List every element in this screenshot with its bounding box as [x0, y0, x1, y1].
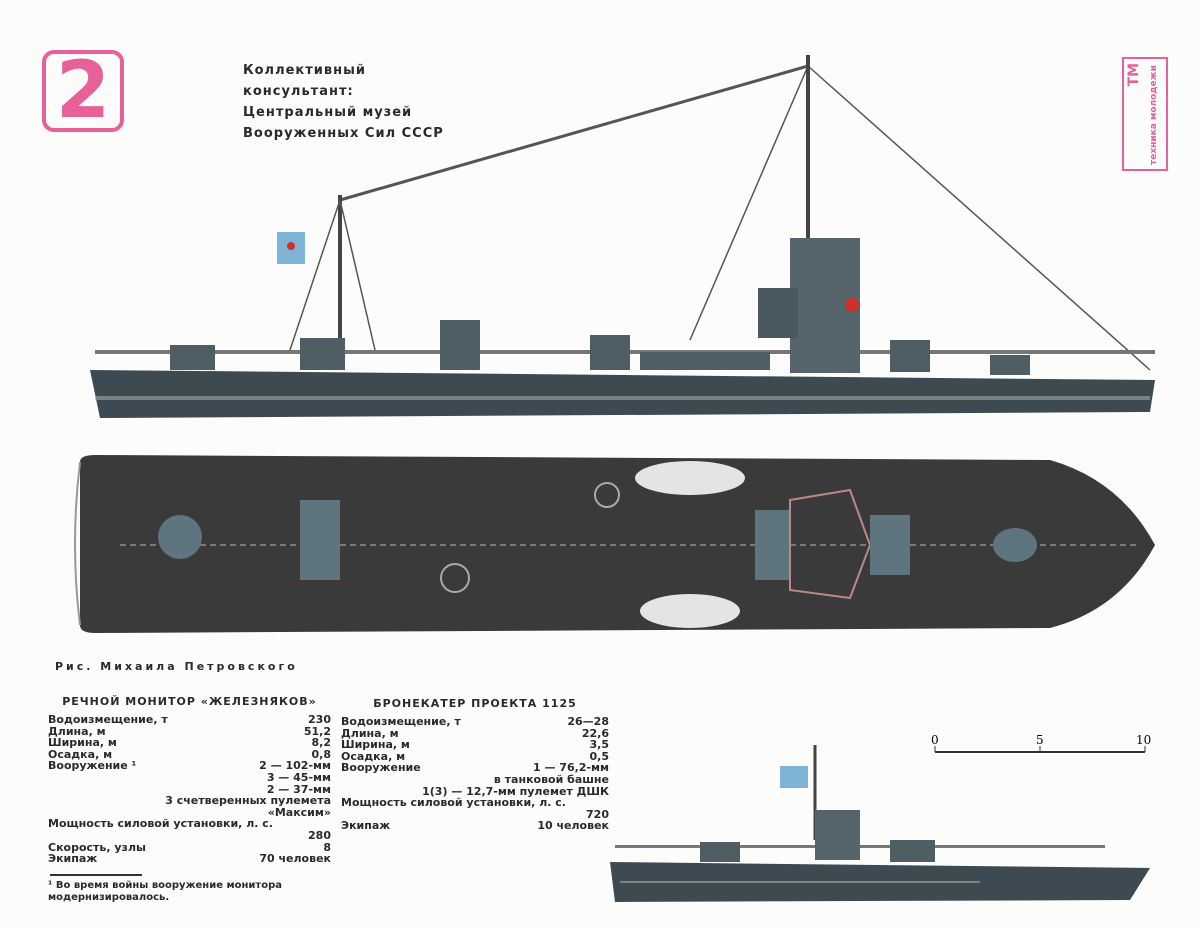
turret — [990, 355, 1030, 375]
turret — [170, 345, 215, 370]
turret-top — [300, 500, 340, 580]
scale-tick: 5 — [1036, 733, 1044, 747]
consultant-line: Вооруженных Сил СССР — [243, 126, 444, 141]
page-number-badge: 2 — [42, 50, 124, 132]
turret — [300, 338, 345, 370]
scale-tick: 0 — [931, 733, 939, 747]
armament-line: 2 — 37-мм — [266, 782, 331, 796]
armament-line: 3 — 45-мм — [266, 770, 331, 784]
footnote: ¹ Во время войны вооружение монитора мод… — [48, 880, 283, 903]
power-value: 280 — [308, 828, 331, 842]
consultant-line: Коллективный — [243, 63, 366, 78]
monitor-drawings — [74, 55, 1155, 633]
tank-turret — [890, 840, 935, 862]
power-value: 720 — [586, 807, 609, 821]
boat-title: БРОНЕКАТЕР ПРОЕКТА 1125 — [373, 697, 577, 710]
lifeboat — [635, 461, 745, 495]
stay-wire — [807, 65, 1151, 371]
scale-tick: 10 — [1136, 733, 1151, 747]
gun-mount — [440, 320, 480, 370]
power-label: Мощность силовой установки, л. с. — [48, 817, 273, 831]
armament-line: 1(3) — 12,7-мм пулемет ДШК — [422, 784, 609, 798]
turret-top — [158, 515, 202, 559]
consultant-line: консультант: — [243, 84, 354, 99]
lifeboat — [640, 594, 740, 628]
magazine-logo: ТМ техника молодежи — [1122, 57, 1168, 171]
turret-top — [870, 515, 910, 575]
monitor-side-view — [90, 55, 1155, 418]
stay-wire — [689, 65, 809, 341]
monitor-top-view — [74, 455, 1155, 633]
monitor-title: РЕЧНОЙ МОНИТОР «ЖЕЛЕЗНЯКОВ» — [62, 695, 317, 708]
monitor-hull — [90, 370, 1155, 418]
boom — [339, 64, 809, 202]
armament-line: «Максим» — [267, 805, 331, 819]
boat-wheelhouse — [815, 810, 860, 860]
turret-top — [993, 528, 1037, 562]
consultant-line: Центральный музей — [243, 105, 413, 120]
naval-flag — [780, 766, 808, 788]
illustrator-credit: Рис. Михаила Петровского — [55, 660, 298, 673]
armored-boat-side-view: 0 5 10 — [610, 733, 1151, 902]
monitor-deck — [80, 455, 1155, 633]
armored-boat-specs: БРОНЕКАТЕР ПРОЕКТА 1125 Водоизмещение, т… — [341, 697, 609, 832]
armament-line: в танковой башне — [493, 772, 609, 786]
consultant-credit: Коллективный консультант: Центральный му… — [243, 60, 444, 144]
turret — [890, 340, 930, 372]
bridge-outline — [789, 488, 872, 600]
gun-mount — [590, 335, 630, 370]
footnote-divider — [50, 874, 142, 876]
monitor-specs: РЕЧНОЙ МОНИТОР «ЖЕЛЕЗНЯКОВ» Водоизмещени… — [48, 695, 331, 865]
power-label: Мощность силовой установки, л. с. — [341, 796, 566, 810]
armament-line: 3 счетверенных пулемета — [165, 794, 331, 808]
